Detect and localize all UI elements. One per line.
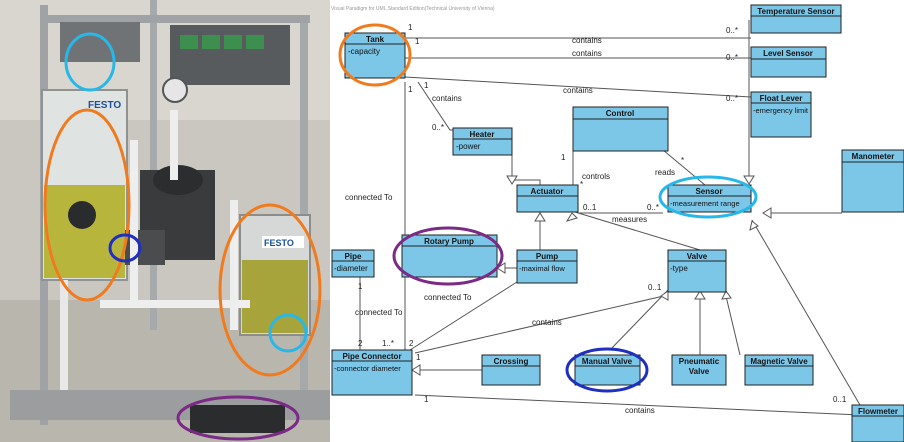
pipe-vertical-2 bbox=[170, 110, 178, 180]
watermark-text: Visual Paradigm for UML Standard Edition… bbox=[331, 6, 495, 12]
class-pipe-connector-name: Pipe Connector bbox=[342, 352, 401, 361]
bottom-pump bbox=[190, 405, 285, 433]
class-pipe-name: Pipe bbox=[345, 252, 362, 261]
mult-pipeconnector-2: 2 bbox=[409, 339, 414, 348]
mult-pipeconnector-1: 1 bbox=[416, 353, 421, 362]
class-level-sensor[interactable]: Level Sensor bbox=[751, 47, 826, 77]
mult-flow-1: 1 bbox=[424, 395, 429, 404]
label-connected-to-3: connected To bbox=[424, 293, 472, 302]
mult-reads-star: * bbox=[681, 156, 684, 165]
pressure-gauge-icon bbox=[163, 78, 187, 102]
class-actuator-name: Actuator bbox=[531, 187, 564, 196]
tank-sensor-disc bbox=[68, 201, 96, 229]
label-contains-2: contains bbox=[572, 49, 602, 58]
class-control-name: Control bbox=[606, 109, 634, 118]
class-magnetic-valve[interactable]: Magnetic Valve bbox=[745, 355, 813, 385]
class-flowmeter-name: Flowmeter bbox=[858, 407, 898, 416]
label-contains-1: contains bbox=[572, 36, 602, 45]
class-rotary-pump-name: Rotary Pump bbox=[424, 237, 474, 246]
mult-tank-heater-1: 1 bbox=[408, 85, 413, 94]
class-valve-attr: -type bbox=[670, 264, 688, 273]
label-contains-3: contains bbox=[563, 86, 593, 95]
class-float-lever-attr: -emergency limit bbox=[753, 106, 809, 115]
pipe-vertical-1 bbox=[130, 140, 138, 300]
mult-heater-0n: 0..* bbox=[432, 123, 444, 132]
mult-pipe-1: 1 bbox=[358, 282, 363, 291]
class-temperature-sensor[interactable]: Temperature Sensor bbox=[751, 5, 841, 33]
mult-tank-level-0n: 0..* bbox=[726, 53, 738, 62]
label-contains-5: contains bbox=[532, 318, 562, 327]
class-flowmeter[interactable]: Flowmeter bbox=[852, 405, 904, 442]
pipe-horizontal-1 bbox=[100, 300, 250, 308]
class-level-sensor-name: Level Sensor bbox=[763, 49, 813, 58]
class-sensor[interactable]: Sensor -measurement range bbox=[668, 185, 751, 212]
mult-control-1: 1 bbox=[561, 153, 566, 162]
class-control[interactable]: Control bbox=[573, 107, 668, 151]
class-rotary-pump[interactable]: Rotary Pump bbox=[402, 235, 497, 277]
uml-class-diagram: Visual Paradigm for UML Standard Edition… bbox=[330, 0, 904, 442]
panel-module-1 bbox=[180, 35, 198, 49]
label-contains-6: contains bbox=[625, 406, 655, 415]
label-measures: measures bbox=[612, 215, 647, 224]
mult-sensor-0n: 0..* bbox=[647, 203, 659, 212]
class-pipe-attr: -diameter bbox=[334, 264, 368, 273]
mult-tank-temp-0n: 0..* bbox=[726, 26, 738, 35]
class-float-lever-name: Float Lever bbox=[760, 94, 803, 103]
class-sensor-name: Sensor bbox=[695, 187, 722, 196]
class-pump[interactable]: Pump -maximal flow bbox=[517, 250, 577, 283]
mult-actuator-01: 0..1 bbox=[583, 203, 597, 212]
label-contains-4: contains bbox=[432, 94, 462, 103]
mult-flow-01: 0..1 bbox=[833, 395, 847, 404]
class-pipe-connector-attr: -connector diameter bbox=[334, 364, 401, 373]
class-tank[interactable]: Tank -capacity bbox=[345, 33, 405, 78]
class-pump-name: Pump bbox=[536, 252, 558, 261]
festo-label-2: FESTO bbox=[264, 238, 294, 248]
label-connected-to-2: connected To bbox=[355, 308, 403, 317]
mult-tank-level-1: 1 bbox=[415, 37, 420, 46]
class-tank-name: Tank bbox=[366, 35, 385, 44]
class-heater[interactable]: Heater -power bbox=[453, 128, 512, 155]
class-actuator[interactable]: Actuator bbox=[517, 185, 578, 212]
panel-top-right bbox=[170, 25, 290, 85]
class-pump-attr: -maximal flow bbox=[519, 264, 565, 273]
label-controls: controls bbox=[582, 172, 610, 181]
class-crossing[interactable]: Crossing bbox=[482, 355, 540, 385]
mult-pipe-2: 2 bbox=[358, 339, 363, 348]
class-manometer[interactable]: Manometer bbox=[842, 150, 904, 212]
class-sensor-attr: -measurement range bbox=[670, 199, 740, 208]
mult-pipeconnector-1n: 1..* bbox=[382, 339, 394, 348]
label-reads: reads bbox=[655, 168, 675, 177]
frame-rail-center bbox=[150, 0, 157, 330]
class-manual-valve[interactable]: Manual Valve bbox=[575, 355, 640, 385]
class-magnetic-valve-name: Magnetic Valve bbox=[750, 357, 808, 366]
class-heater-attr: -power bbox=[456, 142, 481, 151]
pipe-vertical-3 bbox=[230, 200, 238, 330]
class-crossing-name: Crossing bbox=[494, 357, 529, 366]
mult-tank-float-0n: 0..* bbox=[726, 94, 738, 103]
mult-tank-temp-1: 1 bbox=[408, 23, 413, 32]
frame-top-bar bbox=[40, 15, 310, 23]
class-manometer-name: Manometer bbox=[852, 152, 895, 161]
class-pipe-connector[interactable]: Pipe Connector -connector diameter bbox=[332, 350, 412, 395]
class-tank-attr: -capacity bbox=[348, 47, 380, 56]
mult-tank-float-1: 1 bbox=[424, 81, 429, 90]
mult-control-star: * bbox=[580, 180, 583, 189]
class-valve-name: Valve bbox=[687, 252, 708, 261]
left-tank-liquid bbox=[44, 185, 125, 278]
panel-module-2 bbox=[202, 35, 220, 49]
pipe-vertical-4 bbox=[60, 280, 68, 390]
class-temperature-sensor-name: Temperature Sensor bbox=[757, 7, 834, 16]
class-manual-valve-name: Manual Valve bbox=[582, 357, 633, 366]
class-pipe[interactable]: Pipe -diameter bbox=[332, 250, 374, 277]
panel-module-3 bbox=[224, 35, 242, 49]
mult-valve-01: 0..1 bbox=[648, 283, 662, 292]
label-connected-to-1: connected To bbox=[345, 193, 393, 202]
class-float-lever[interactable]: Float Lever -emergency limit bbox=[751, 92, 811, 137]
class-valve[interactable]: Valve -type bbox=[668, 250, 726, 292]
panel-module-4 bbox=[246, 35, 264, 49]
class-heater-name: Heater bbox=[470, 130, 495, 139]
lab-plant-photo: FESTO FESTO bbox=[0, 0, 330, 442]
